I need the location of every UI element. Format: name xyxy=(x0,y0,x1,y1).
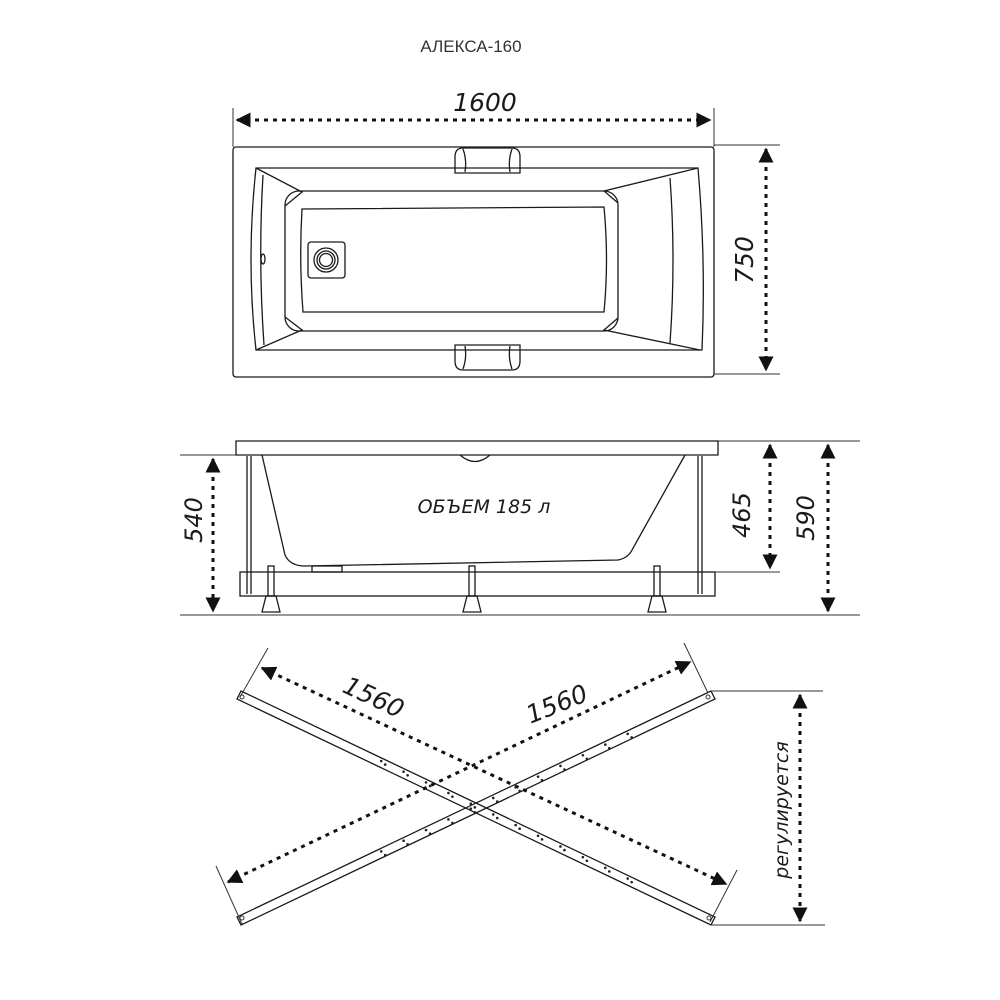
mounting-hole xyxy=(514,823,517,827)
mounting-hole xyxy=(585,859,589,863)
mounting-hole xyxy=(518,827,521,831)
volume-label: ОБЪЕМ 185 л xyxy=(418,496,551,518)
diagonal-b-dimension xyxy=(226,660,692,884)
handle-bottom-icon xyxy=(454,344,521,371)
mounting-hole xyxy=(518,789,521,793)
mounting-hole xyxy=(540,778,544,782)
adjustable-label: регулируется xyxy=(771,741,793,879)
mounting-hole xyxy=(406,773,409,777)
mounting-hole xyxy=(469,807,473,810)
base-frame xyxy=(239,571,716,597)
top-view: 1600 750 xyxy=(232,88,780,378)
mounting-hole xyxy=(469,802,473,806)
mounting-hole xyxy=(540,838,544,841)
inner-rim xyxy=(284,190,619,332)
mounting-hole xyxy=(383,763,387,766)
diagonal-b-label: 1560 xyxy=(522,679,592,730)
width-label: 750 xyxy=(730,236,759,284)
mounting-hole xyxy=(495,800,499,803)
mounting-hole xyxy=(585,757,589,761)
mounting-hole xyxy=(451,821,454,825)
model-title: АЛЕКСА-160 xyxy=(420,37,521,56)
tub-body xyxy=(261,454,686,567)
overflow-icon xyxy=(260,253,266,265)
tub-rim xyxy=(235,440,719,456)
mounting-hole xyxy=(424,828,428,832)
mounting-hole xyxy=(428,784,432,788)
mounting-hole xyxy=(424,781,428,784)
mounting-hole xyxy=(491,796,495,800)
bottom-area xyxy=(300,206,608,313)
frame-bar-b xyxy=(236,690,716,926)
mounting-hole xyxy=(428,832,432,835)
mounting-hole xyxy=(379,759,383,763)
drain-icon xyxy=(307,241,346,279)
mounting-hole xyxy=(607,870,611,873)
tub-outline xyxy=(232,146,715,378)
depth-label: 465 xyxy=(728,492,756,538)
mounting-hole xyxy=(630,880,633,884)
mounting-hole xyxy=(491,813,495,816)
side-view: ОБЪЕМ 185 л 540 465 590 xyxy=(180,440,860,616)
mounting-hole xyxy=(536,775,540,778)
mounting-hole xyxy=(447,818,450,821)
mounting-hole xyxy=(379,850,383,853)
handle-top-icon xyxy=(454,147,521,174)
mounting-hole xyxy=(536,834,540,838)
diagonal-a-dimension xyxy=(260,666,728,886)
mounting-hole xyxy=(559,764,562,768)
mounting-hole xyxy=(630,736,633,739)
mounting-hole xyxy=(563,848,566,852)
bowl-outline xyxy=(250,167,704,351)
mounting-hole xyxy=(495,816,499,820)
total-height-label: 590 xyxy=(792,495,820,541)
mounting-hole xyxy=(473,810,477,814)
mounting-hole xyxy=(626,877,629,880)
mounting-hole xyxy=(406,843,409,846)
mounting-hole xyxy=(563,768,566,771)
frame-bar-a xyxy=(236,690,716,926)
mounting-hole xyxy=(607,746,611,750)
mounting-hole xyxy=(451,795,454,798)
diagonal-a-label: 1560 xyxy=(339,671,409,724)
mounting-hole xyxy=(581,855,585,859)
mounting-hole xyxy=(514,785,517,789)
mounting-hole xyxy=(603,866,607,870)
mounting-hole xyxy=(383,853,387,857)
leg-icon xyxy=(261,565,667,613)
mounting-hole xyxy=(402,770,405,773)
length-label: 1600 xyxy=(453,88,517,117)
frame-height-label: 540 xyxy=(180,497,208,543)
mounting-hole xyxy=(626,732,629,736)
mounting-hole xyxy=(603,743,607,746)
mounting-hole xyxy=(559,845,562,848)
mounting-hole xyxy=(581,753,585,757)
mounting-hole xyxy=(473,806,477,809)
mounting-hole xyxy=(447,791,450,795)
mounting-hole xyxy=(402,839,405,843)
frame-view: 1560 1560 регулируется xyxy=(215,642,825,926)
